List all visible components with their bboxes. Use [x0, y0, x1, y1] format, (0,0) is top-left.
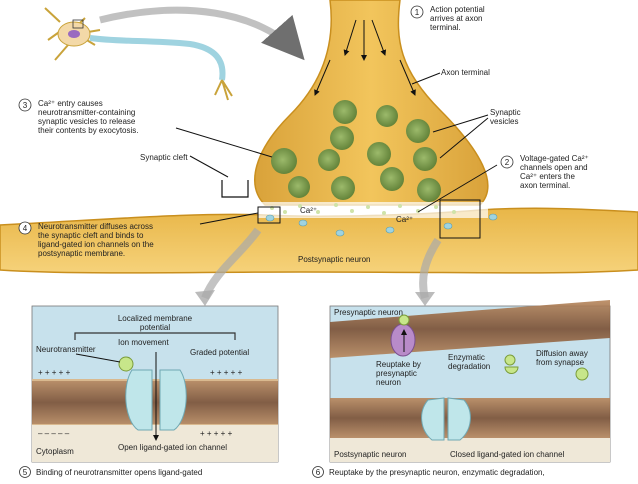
svg-text:channels open and: channels open and — [520, 163, 588, 172]
ca-label-right: Ca²⁺ — [396, 215, 413, 224]
enzymatic-line2: degradation — [448, 362, 490, 371]
postsynaptic-neuron-label: Postsynaptic neuron — [298, 255, 371, 264]
step-4-label: 4 Neurotransmitter diffuses across the s… — [18, 221, 154, 258]
receptor-channels — [265, 213, 498, 237]
svg-text:terminal.: terminal. — [430, 23, 461, 32]
ca-label-left: Ca²⁺ — [300, 206, 317, 215]
axon-terminal-label: Axon terminal — [441, 68, 490, 77]
reuptake-line2: presynaptic — [376, 369, 417, 378]
panel-left: Localized membrane potential Ion movemen… — [31, 305, 279, 463]
plus-signs-bottom: + + + + + — [200, 429, 233, 438]
svg-text:axon terminal.: axon terminal. — [520, 181, 570, 190]
svg-text:postsynaptic membrane.: postsynaptic membrane. — [38, 249, 125, 258]
diffusion-line1: Diffusion away — [536, 349, 588, 358]
step-5-caption: 5 Binding of neurotransmitter opens liga… — [19, 466, 202, 478]
svg-text:arrives at axon: arrives at axon — [430, 14, 482, 23]
svg-text:Voltage-gated Ca²⁺: Voltage-gated Ca²⁺ — [520, 154, 589, 163]
svg-text:synaptic vesicles to release: synaptic vesicles to release — [38, 117, 136, 126]
closed-channel-label: Closed ligand-gated ion channel — [450, 450, 565, 459]
presynaptic-neuron-label: Presynaptic neuron — [334, 308, 403, 317]
synaptic-cleft-bracket — [221, 180, 249, 198]
synaptic-cleft-label: Synaptic cleft — [140, 153, 188, 162]
cleft-leader — [189, 155, 229, 178]
ion-movement-label: Ion movement — [118, 338, 169, 347]
localized-potential-line1: Localized membrane — [118, 314, 193, 323]
reuptake-line1: Reuptake by — [376, 360, 421, 369]
svg-text:3: 3 — [23, 101, 28, 110]
svg-text:Binding of neurotransmitter op: Binding of neurotransmitter opens ligand… — [36, 468, 202, 477]
svg-text:Ca²⁺ enters the: Ca²⁺ enters the — [520, 172, 575, 181]
svg-text:4: 4 — [23, 224, 28, 233]
postsynaptic-neuron-shape — [0, 207, 638, 274]
neuron-sketch — [44, 6, 305, 101]
step4-leader — [199, 212, 259, 225]
step-2-label: 2 Voltage-gated Ca²⁺ channels open and C… — [500, 154, 589, 190]
synaptic-vesicles-label-2: vesicles — [490, 117, 518, 126]
open-channel-label: Open ligand-gated ion channel — [118, 443, 227, 452]
neurotransmitter-label: Neurotransmitter — [36, 345, 96, 354]
neurotransmitter-molecule — [118, 356, 134, 372]
svg-text:6: 6 — [316, 468, 321, 477]
enzymatic-line1: Enzymatic — [448, 353, 485, 362]
synaptic-vesicles — [271, 100, 441, 202]
svg-text:Reuptake by the presynaptic ne: Reuptake by the presynaptic neuron, enzy… — [329, 468, 545, 477]
synaptic-vesicles-label-1: Synaptic — [490, 108, 521, 117]
step3-leader — [175, 127, 273, 158]
svg-text:neurotransmitter-containing: neurotransmitter-containing — [38, 108, 135, 117]
svg-text:the synaptic cleft and binds t: the synaptic cleft and binds to — [38, 231, 144, 240]
plus-signs-right: + + + + + — [210, 368, 243, 377]
step2-leader — [417, 164, 498, 213]
svg-text:their contents by exocytosis.: their contents by exocytosis. — [38, 126, 139, 135]
svg-text:5: 5 — [23, 468, 28, 477]
step-6-caption: 6 Reuptake by the presynaptic neuron, en… — [312, 466, 545, 478]
vesicle-leader-2 — [439, 117, 489, 159]
diffusion-line2: from synapse — [536, 358, 585, 367]
svg-text:ligand-gated ion channels on t: ligand-gated ion channels on the — [38, 240, 154, 249]
step-3-label: 3 Ca²⁺ entry causes neurotransmitter-con… — [18, 98, 139, 135]
plus-signs-left: + + + + + — [38, 368, 71, 377]
cytoplasm-label: Cytoplasm — [36, 447, 74, 456]
svg-text:Ca²⁺ entry causes: Ca²⁺ entry causes — [38, 99, 103, 108]
axon-terminal-leader — [411, 72, 441, 85]
postsynaptic-neuron-label-panel: Postsynaptic neuron — [334, 450, 407, 459]
svg-text:1: 1 — [415, 8, 420, 17]
svg-text:Action potential: Action potential — [430, 5, 485, 14]
minus-signs-left: – – – – – — [38, 429, 70, 438]
panel-right: Presynaptic neuron Reuptake by presynapt… — [329, 300, 611, 463]
svg-text:2: 2 — [505, 158, 510, 167]
action-potential-arrows — [314, 19, 416, 96]
reuptake-line3: neuron — [376, 378, 401, 387]
zoom-arrow-left — [201, 227, 262, 300]
graded-potential-label: Graded potential — [190, 348, 249, 357]
localized-potential-line2: potential — [140, 323, 170, 332]
step-1-label: 1 Action potential arrives at axon termi… — [410, 5, 485, 32]
neurotransmitter-dots — [270, 203, 456, 215]
svg-text:Neurotransmitter diffuses acro: Neurotransmitter diffuses across — [38, 222, 153, 231]
vesicle-leader-1 — [432, 114, 489, 133]
